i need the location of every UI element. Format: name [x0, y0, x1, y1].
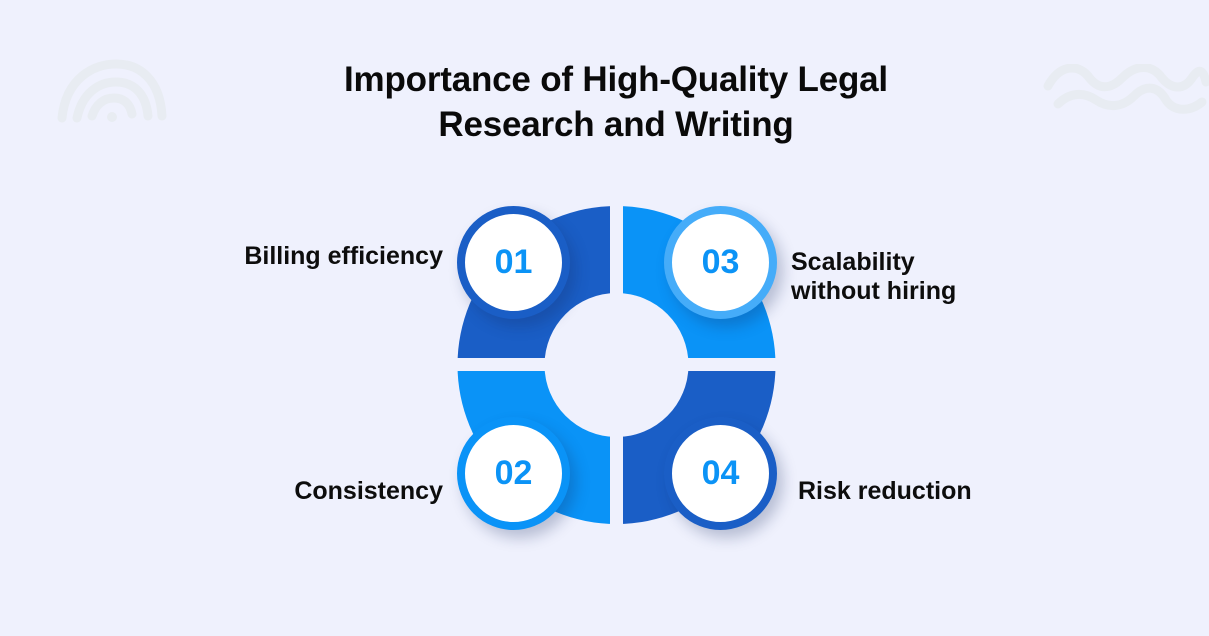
label-billing-efficiency: Billing efficiency [244, 242, 443, 270]
label-line-1: Scalability [791, 248, 915, 276]
badge-number: 01 [494, 243, 533, 281]
badge-number: 03 [701, 243, 740, 281]
label-risk-reduction: Risk reduction [798, 477, 972, 505]
rainbow-arcs-icon [57, 59, 167, 123]
label-scalability: Scalability without hiring [791, 248, 956, 306]
badge-number: 04 [701, 454, 740, 492]
waves-icon [1043, 64, 1209, 114]
title-line-1: Importance of High-Quality Legal [344, 60, 888, 99]
title-line-2: Research and Writing [438, 105, 794, 144]
label-consistency: Consistency [294, 477, 443, 505]
badge-04: 04 [664, 417, 777, 530]
badge-number: 02 [494, 454, 533, 492]
page-title: Importance of High-Quality Legal Researc… [0, 57, 1209, 147]
badge-01: 01 [457, 206, 570, 319]
badge-03: 03 [664, 206, 777, 319]
label-line-2: without hiring [791, 277, 957, 305]
badge-02: 02 [457, 417, 570, 530]
